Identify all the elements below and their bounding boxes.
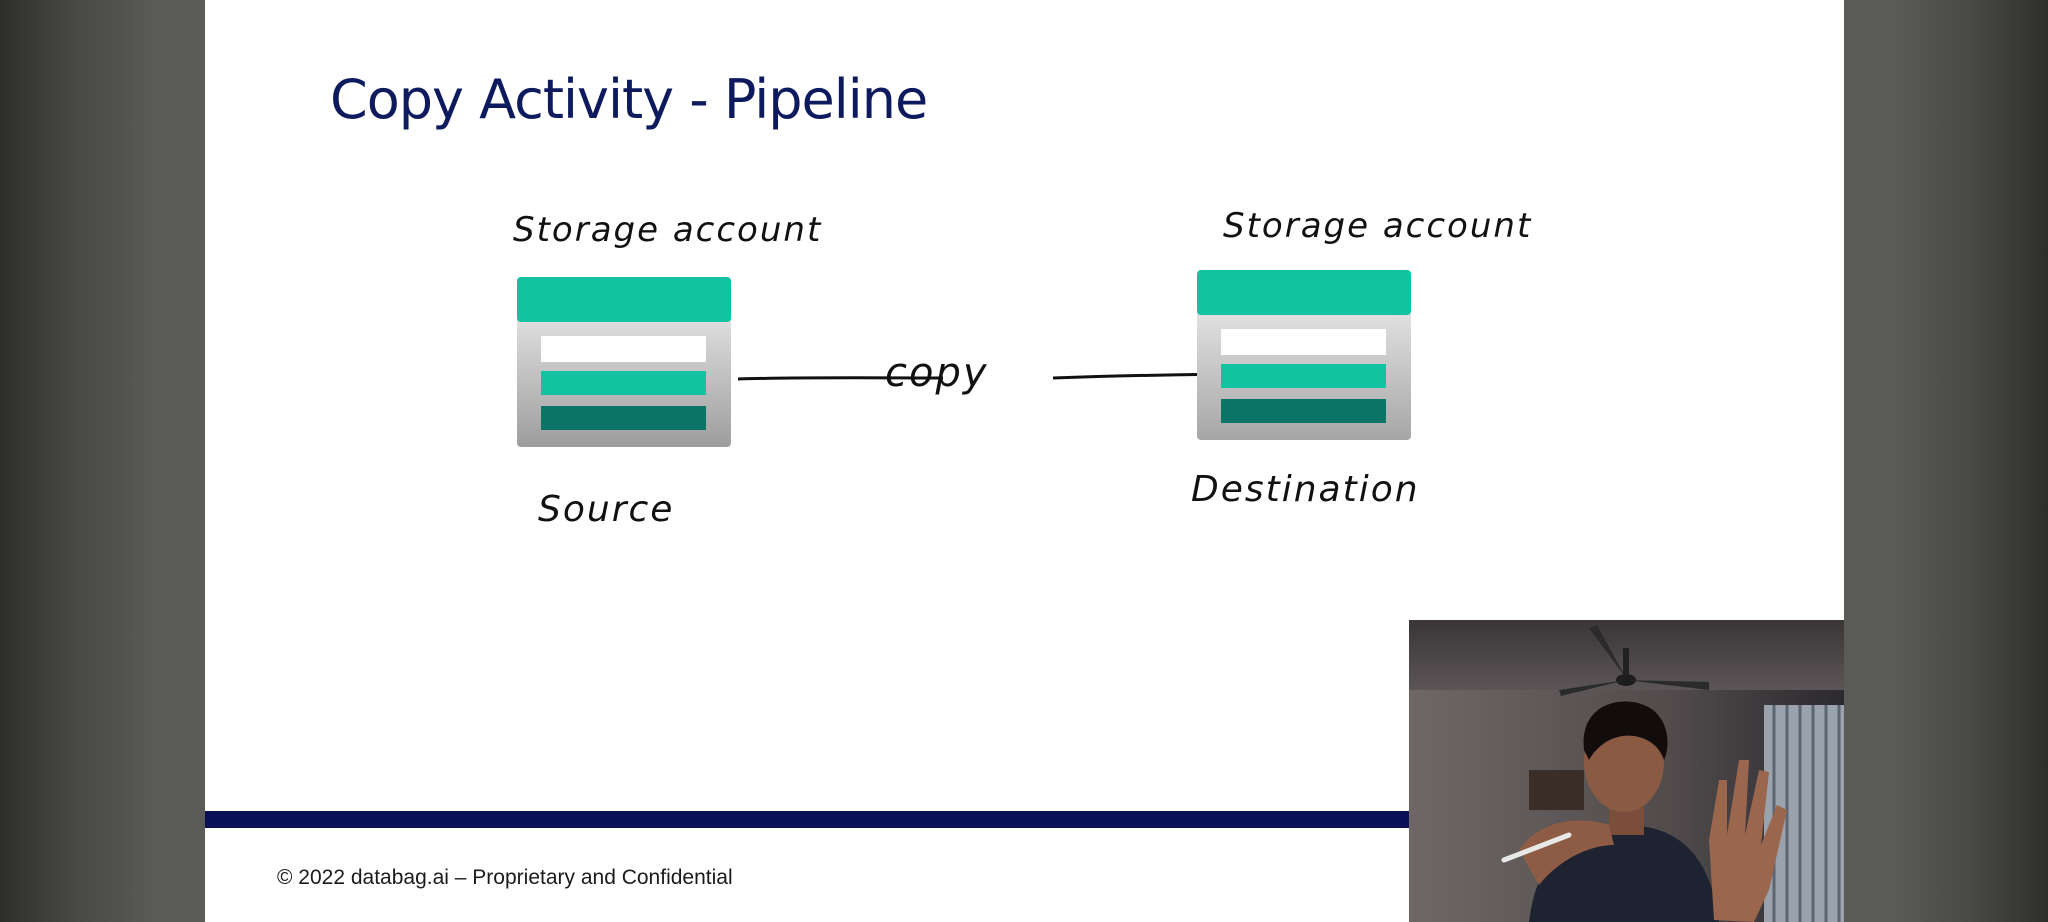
- copy-label: copy: [885, 350, 989, 396]
- presenter: [1501, 701, 1787, 922]
- destination-label: Destination: [1191, 469, 1420, 510]
- presenter-webcam: [1409, 620, 1844, 922]
- source-storage-icon: [517, 277, 731, 447]
- footer-copyright: © 2022 databag.ai – Proprietary and Conf…: [277, 866, 733, 889]
- source-caption: Storage account: [513, 210, 823, 250]
- destination-caption: Storage account: [1223, 206, 1533, 246]
- destination-storage-icon: [1197, 270, 1411, 440]
- presentation-slide: Copy Activity - Pipeline Storage account…: [205, 0, 1844, 922]
- source-label: Source: [538, 489, 675, 530]
- presenter-video-frame: [1409, 620, 1844, 922]
- slide-title: Copy Activity - Pipeline: [330, 68, 928, 131]
- ceiling-fan: [1559, 625, 1709, 696]
